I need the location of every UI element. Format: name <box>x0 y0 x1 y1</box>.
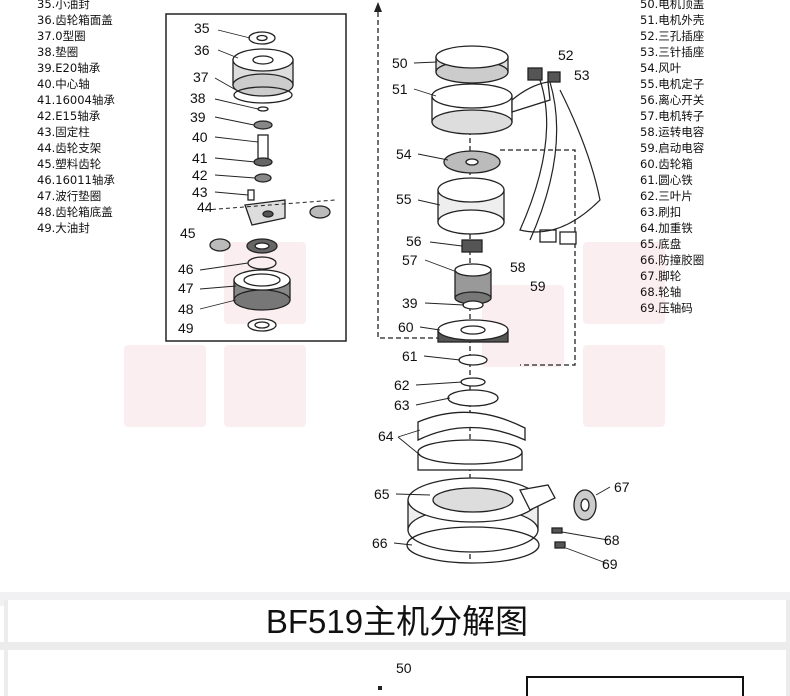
callout-55: 55 <box>396 191 412 207</box>
legend-item: 51.电机外壳 <box>640 13 705 27</box>
callout-47: 47 <box>178 280 194 296</box>
callout-48: 48 <box>178 301 194 317</box>
preview-marker <box>378 686 382 690</box>
arrow-icon <box>374 2 382 12</box>
wires <box>519 79 601 241</box>
callout-37: 37 <box>193 69 209 85</box>
legend-item: 64.加重铁 <box>640 221 693 235</box>
callout-59: 59 <box>530 278 546 294</box>
callout-35: 35 <box>194 20 210 36</box>
callout-36: 36 <box>194 42 210 58</box>
callout-41: 41 <box>192 150 208 166</box>
callout-62: 62 <box>394 377 410 393</box>
gearbox-parts <box>209 31 331 332</box>
legend-item: 54.风叶 <box>640 61 682 75</box>
callout-66: 66 <box>372 535 388 551</box>
legend-item: 50.电机顶盖 <box>640 0 705 11</box>
legend-item: 39.E20轴承 <box>37 61 101 75</box>
callout-46: 46 <box>178 261 194 277</box>
callout-52: 52 <box>558 47 574 63</box>
next-diagram-preview <box>4 650 790 696</box>
callout-54: 54 <box>396 146 412 162</box>
motor-parts <box>406 45 597 564</box>
legend-item: 62.三叶片 <box>640 189 693 203</box>
legend-item: 47.波行垫圈 <box>37 189 102 203</box>
callout-42: 42 <box>192 167 208 183</box>
diagram-title: BF519主机分解图 <box>265 603 529 640</box>
callout-numbers: 35 36 37 38 39 40 41 42 43 44 45 46 47 4… <box>178 20 630 572</box>
callout-69: 69 <box>602 556 618 572</box>
preview-callout-50: 50 <box>396 660 412 676</box>
legend-item: 36.齿轮箱面盖 <box>37 13 113 27</box>
legend-item: 42.E15轴承 <box>37 109 101 123</box>
legend-item: 57.电机转子 <box>640 109 705 123</box>
legend-item: 59.启动电容 <box>640 141 705 155</box>
callout-45: 45 <box>180 225 196 241</box>
legend-item: 38.垫圈 <box>37 45 79 59</box>
legend-item: 58.运转电容 <box>640 125 705 139</box>
legend-item: 60.齿轮箱 <box>640 157 693 171</box>
callout-38: 38 <box>190 90 206 106</box>
legend-item: 66.防撞胶圈 <box>640 253 705 267</box>
callout-67: 67 <box>614 479 630 495</box>
legend-item: 63.刷扣 <box>640 205 682 219</box>
legend-item: 45.塑料齿轮 <box>37 157 102 171</box>
leader-lines <box>199 29 611 564</box>
legend-item: 35.小油封 <box>37 0 90 11</box>
exploded-drawing: 35 36 37 38 39 40 41 42 43 44 45 46 47 4… <box>124 2 665 572</box>
legend-item: 52.三孔插座 <box>640 29 705 43</box>
gearbox-detail-frame <box>165 13 347 342</box>
legend-item: 53.三针插座 <box>640 45 705 59</box>
callout-61: 61 <box>402 348 418 364</box>
section-divider <box>0 642 790 650</box>
callout-65: 65 <box>374 486 390 502</box>
legend-item: 48.齿轮箱底盖 <box>37 205 113 219</box>
callout-39b: 39 <box>402 295 418 311</box>
legend-item: 40.中心轴 <box>37 77 90 91</box>
legend-item: 68.轮轴 <box>640 285 682 299</box>
parts-legend-left: 35.小油封 36.齿轮箱面盖 37.0型圈 38.垫圈 39.E20轴承 40… <box>37 0 115 236</box>
callout-68: 68 <box>604 532 620 548</box>
legend-item: 67.脚轮 <box>640 269 682 283</box>
callout-56: 56 <box>406 233 422 249</box>
callout-40: 40 <box>192 129 208 145</box>
legend-item: 61.圆心铁 <box>640 173 693 187</box>
callout-53: 53 <box>574 67 590 83</box>
legend-item: 55.电机定子 <box>640 77 705 91</box>
preview-frame <box>526 676 744 696</box>
legend-item: 44.齿轮支架 <box>37 141 102 155</box>
callout-44: 44 <box>197 199 213 215</box>
parts-legend-right: 50.电机顶盖 51.电机外壳 52.三孔插座 53.三针插座 54.风叶 55… <box>640 0 704 316</box>
legend-item: 46.16011轴承 <box>37 173 115 187</box>
callout-63: 63 <box>394 397 410 413</box>
legend-item: 43.固定柱 <box>37 125 90 139</box>
legend-item: 56.离心开关 <box>640 93 705 107</box>
legend-item: 49.大油封 <box>37 221 90 235</box>
callout-58: 58 <box>510 259 526 275</box>
legend-item: 41.16004轴承 <box>37 93 115 107</box>
assembly-guides <box>377 12 576 560</box>
callout-57: 57 <box>402 252 418 268</box>
callout-43: 43 <box>192 184 208 200</box>
callout-50: 50 <box>392 55 408 71</box>
callout-49: 49 <box>178 320 194 336</box>
assembly-guide <box>204 199 336 211</box>
title-bar: BF519主机分解图 <box>4 600 790 642</box>
legend-item: 65.底盘 <box>640 237 682 251</box>
legend-item: 69.压轴码 <box>640 301 693 315</box>
callout-60: 60 <box>398 319 414 335</box>
callout-64: 64 <box>378 428 394 444</box>
legend-item: 37.0型圈 <box>37 29 86 43</box>
callout-39: 39 <box>190 109 206 125</box>
callout-51: 51 <box>392 81 408 97</box>
